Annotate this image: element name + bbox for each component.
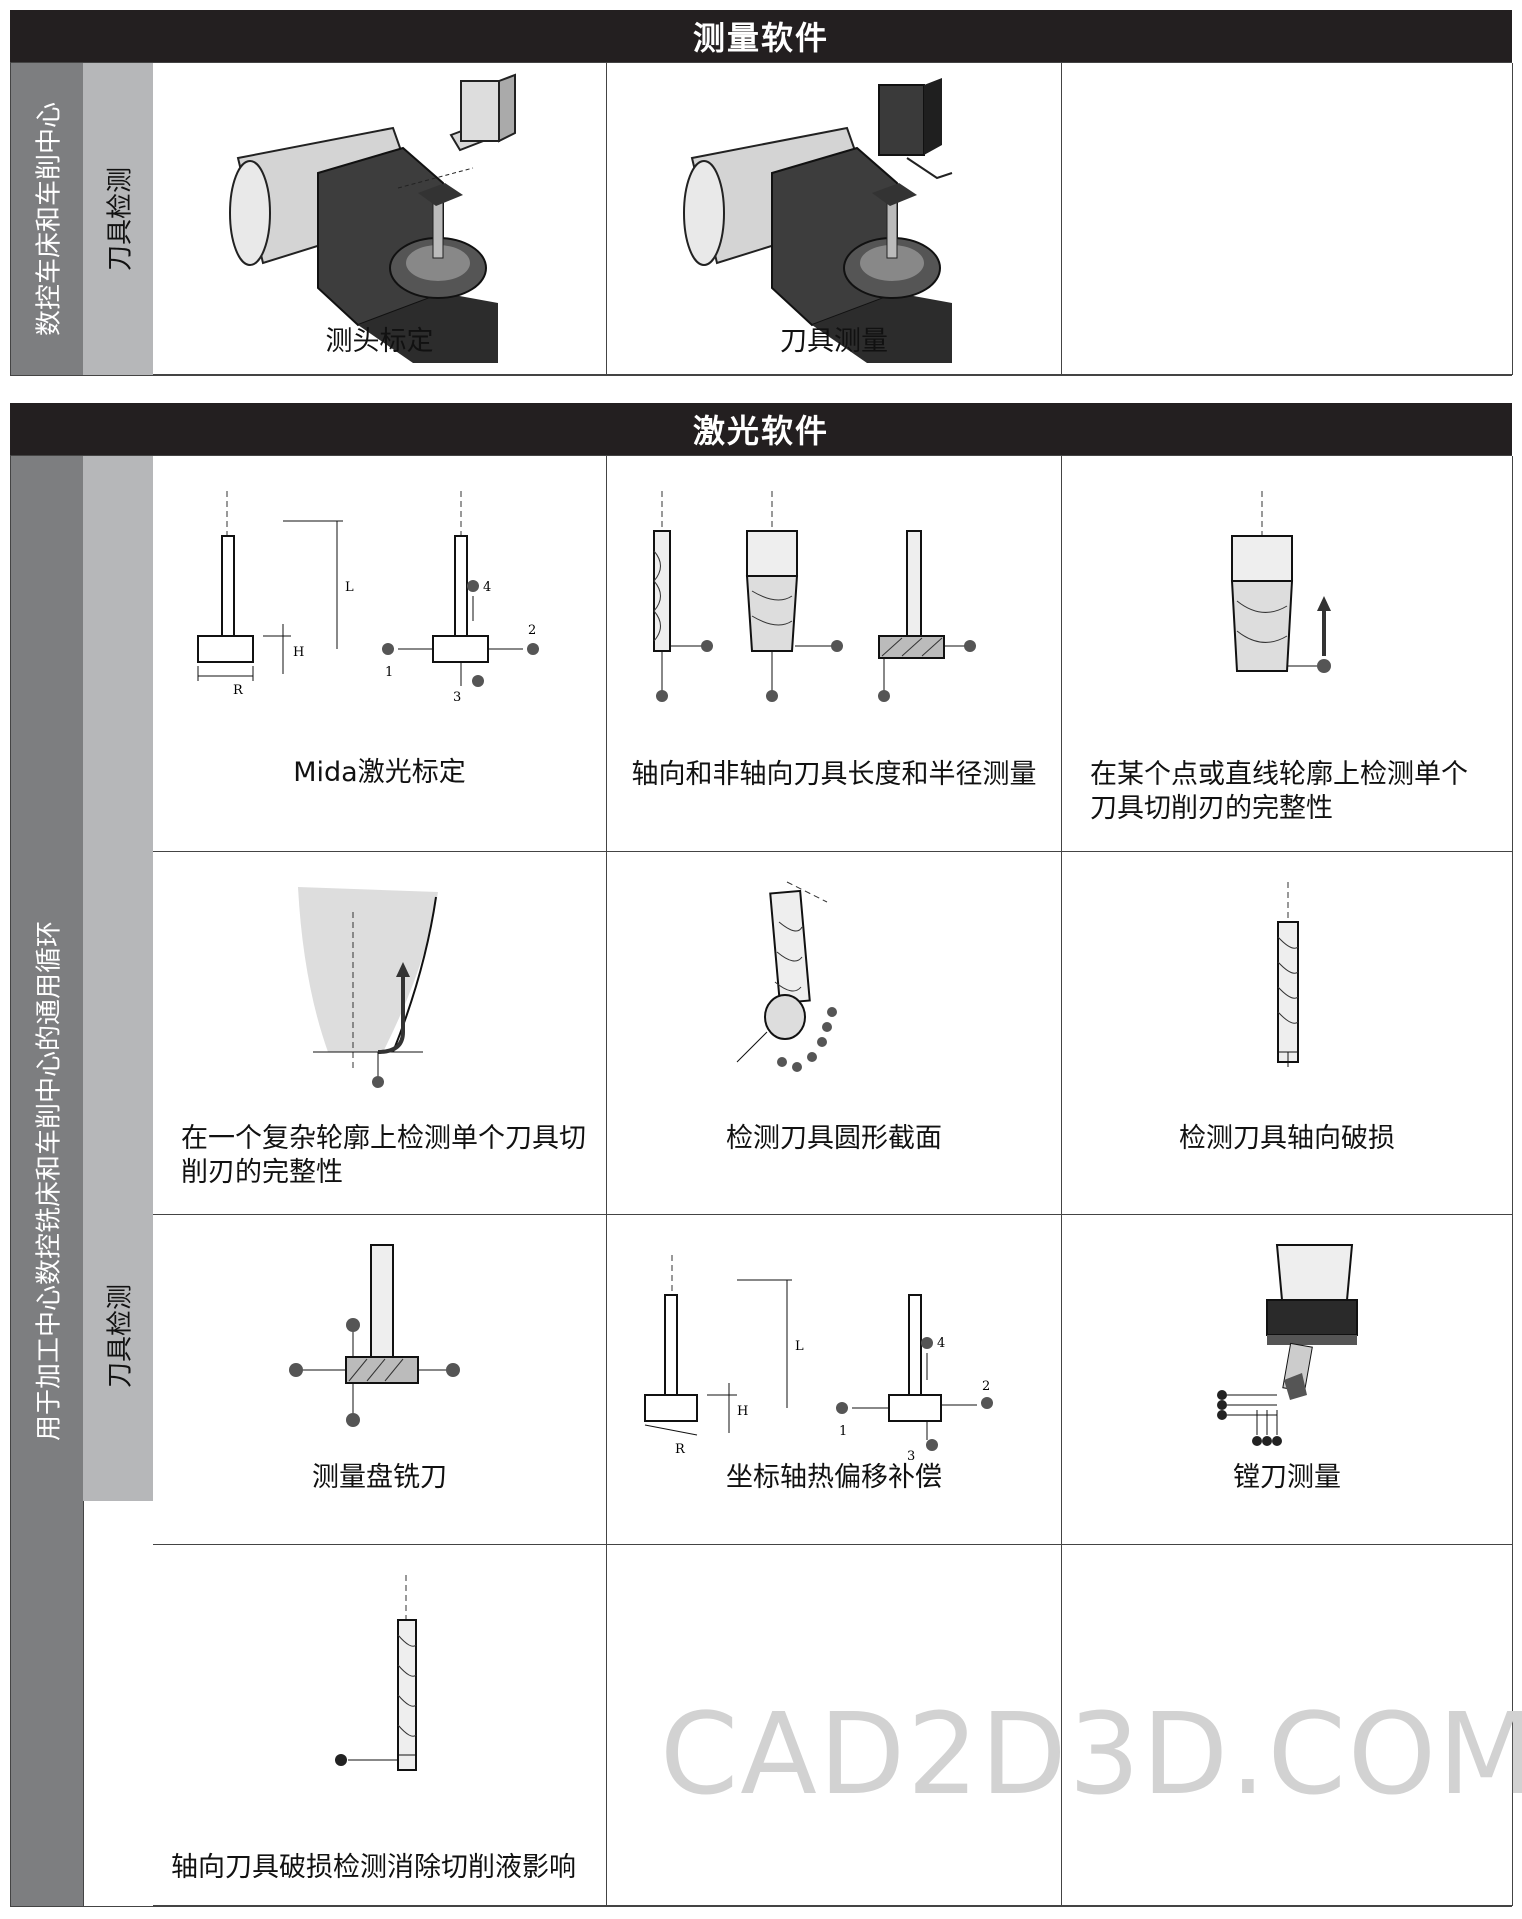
- cycle-grid: 测头标定 刀具测量: [153, 63, 1513, 375]
- cycle-caption: 刀具测量: [780, 326, 888, 357]
- cycle-cell: 轴向刀具破损检测消除切削液影响: [153, 1545, 607, 1906]
- disc-cutter-diagram-icon: [289, 1244, 460, 1427]
- circular-section-diagram-icon: [736, 881, 837, 1072]
- label-p4: 4: [937, 1336, 945, 1351]
- cycle-cell: L H R 1 2 3: [607, 1215, 1062, 1545]
- category-label: 用于加工中心数控铣床和车削中心的通用循环: [34, 920, 65, 1442]
- cycle-cell: L H R 1 2: [153, 456, 607, 852]
- label-R: R: [233, 683, 244, 698]
- lathe-probe-calibration-icon: [229, 73, 516, 363]
- laser-calibration-diagram-icon: L H R 1 2: [197, 491, 539, 705]
- cycle-cell: 在一个复杂轮廓上检测单个刀具切削刃的完整性: [153, 852, 607, 1215]
- cycle-caption: Mida激光标定: [293, 757, 466, 788]
- coolant-breakage-diagram-icon: [335, 1575, 417, 1771]
- cycle-cell: 测量盘铣刀: [153, 1215, 607, 1545]
- section-body: 用于加工中心数控铣床和车削中心的通用循环 刀具检测 L H: [10, 455, 1513, 1907]
- cycle-cell: 刀具测量: [607, 63, 1062, 375]
- single-edge-point-diagram-icon: [1230, 491, 1331, 673]
- label-p1: 1: [385, 665, 393, 680]
- cycle-cell: 检测刀具圆形截面: [607, 852, 1062, 1215]
- section-header: 激光软件: [10, 403, 1512, 455]
- section-body: 数控车床和车削中心 刀具检测: [10, 62, 1513, 376]
- cycle-caption: 镗刀测量: [1233, 1462, 1341, 1493]
- category-label: 数控车床和车削中心: [34, 101, 65, 337]
- subcategory-column: 刀具检测: [83, 456, 154, 1501]
- cycle-cell: 在某个点或直线轮廓上检测单个刀具切削刃的完整性: [1062, 456, 1513, 852]
- cycle-cell: 检测刀具轴向破损: [1062, 852, 1513, 1215]
- axial-breakage-diagram-icon: [1277, 882, 1299, 1067]
- cycle-cell: 轴向和非轴向刀具长度和半径测量: [607, 456, 1062, 852]
- label-L: L: [795, 1339, 804, 1354]
- label-L: L: [345, 580, 354, 595]
- cycle-cell: 镗刀测量: [1062, 1215, 1513, 1545]
- empty-cell: [607, 1545, 1062, 1906]
- cycle-grid: L H R 1 2: [153, 456, 1513, 1906]
- subcategory-label: 刀具检测: [105, 1283, 136, 1389]
- category-column: 用于加工中心数控铣床和车削中心的通用循环: [11, 456, 84, 1906]
- boring-bar-diagram-icon: [1217, 1244, 1358, 1446]
- section-laser-software: 激光软件 用于加工中心数控铣床和车削中心的通用循环 刀具检测 L H: [10, 403, 1513, 1907]
- label-p3: 3: [907, 1449, 915, 1464]
- tool-length-radius-diagram-icon: [653, 491, 976, 702]
- subcategory-column: 刀具检测: [83, 63, 154, 375]
- thermal-drift-diagram-icon: L H R 1 2 3: [644, 1255, 993, 1464]
- watermark: CAD2D3D.COM: [660, 1690, 1522, 1820]
- category-column: 数控车床和车削中心: [11, 63, 84, 375]
- cycle-cell: 测头标定: [153, 63, 607, 375]
- label-p1: 1: [839, 1424, 847, 1439]
- empty-cell: [1062, 63, 1513, 375]
- cycle-caption: 测头标定: [325, 326, 434, 357]
- label-p3: 3: [453, 690, 461, 705]
- cycle-caption: 在一个复杂轮廓上检测单个刀具切削刃的完整性: [181, 1123, 586, 1188]
- label-H: H: [737, 1404, 748, 1419]
- section-header: 测量软件: [10, 10, 1512, 62]
- section-measurement-software: 测量软件 数控车床和车削中心 刀具检测: [10, 10, 1513, 376]
- complex-profile-diagram-icon: [298, 887, 438, 1088]
- cycle-caption: 轴向和非轴向刀具长度和半径测量: [631, 759, 1037, 790]
- subcategory-label: 刀具检测: [105, 166, 136, 272]
- cycle-caption: 检测刀具轴向破损: [1179, 1123, 1395, 1154]
- cycle-caption: 坐标轴热偏移补偿: [726, 1462, 942, 1493]
- cycle-caption: 测量盘铣刀: [312, 1462, 447, 1493]
- cycle-caption: 轴向刀具破损检测消除切削液影响: [171, 1852, 576, 1883]
- label-H: H: [293, 645, 304, 660]
- cycle-caption: 在某个点或直线轮廓上检测单个刀具切削刃的完整性: [1090, 759, 1468, 824]
- cycle-caption: 检测刀具圆形截面: [726, 1123, 942, 1154]
- lathe-tool-measurement-icon: [683, 78, 953, 363]
- label-p4: 4: [483, 580, 491, 595]
- empty-cell: [1062, 1545, 1513, 1906]
- label-p2: 2: [982, 1379, 990, 1394]
- label-R: R: [675, 1442, 686, 1457]
- label-p2: 2: [528, 623, 536, 638]
